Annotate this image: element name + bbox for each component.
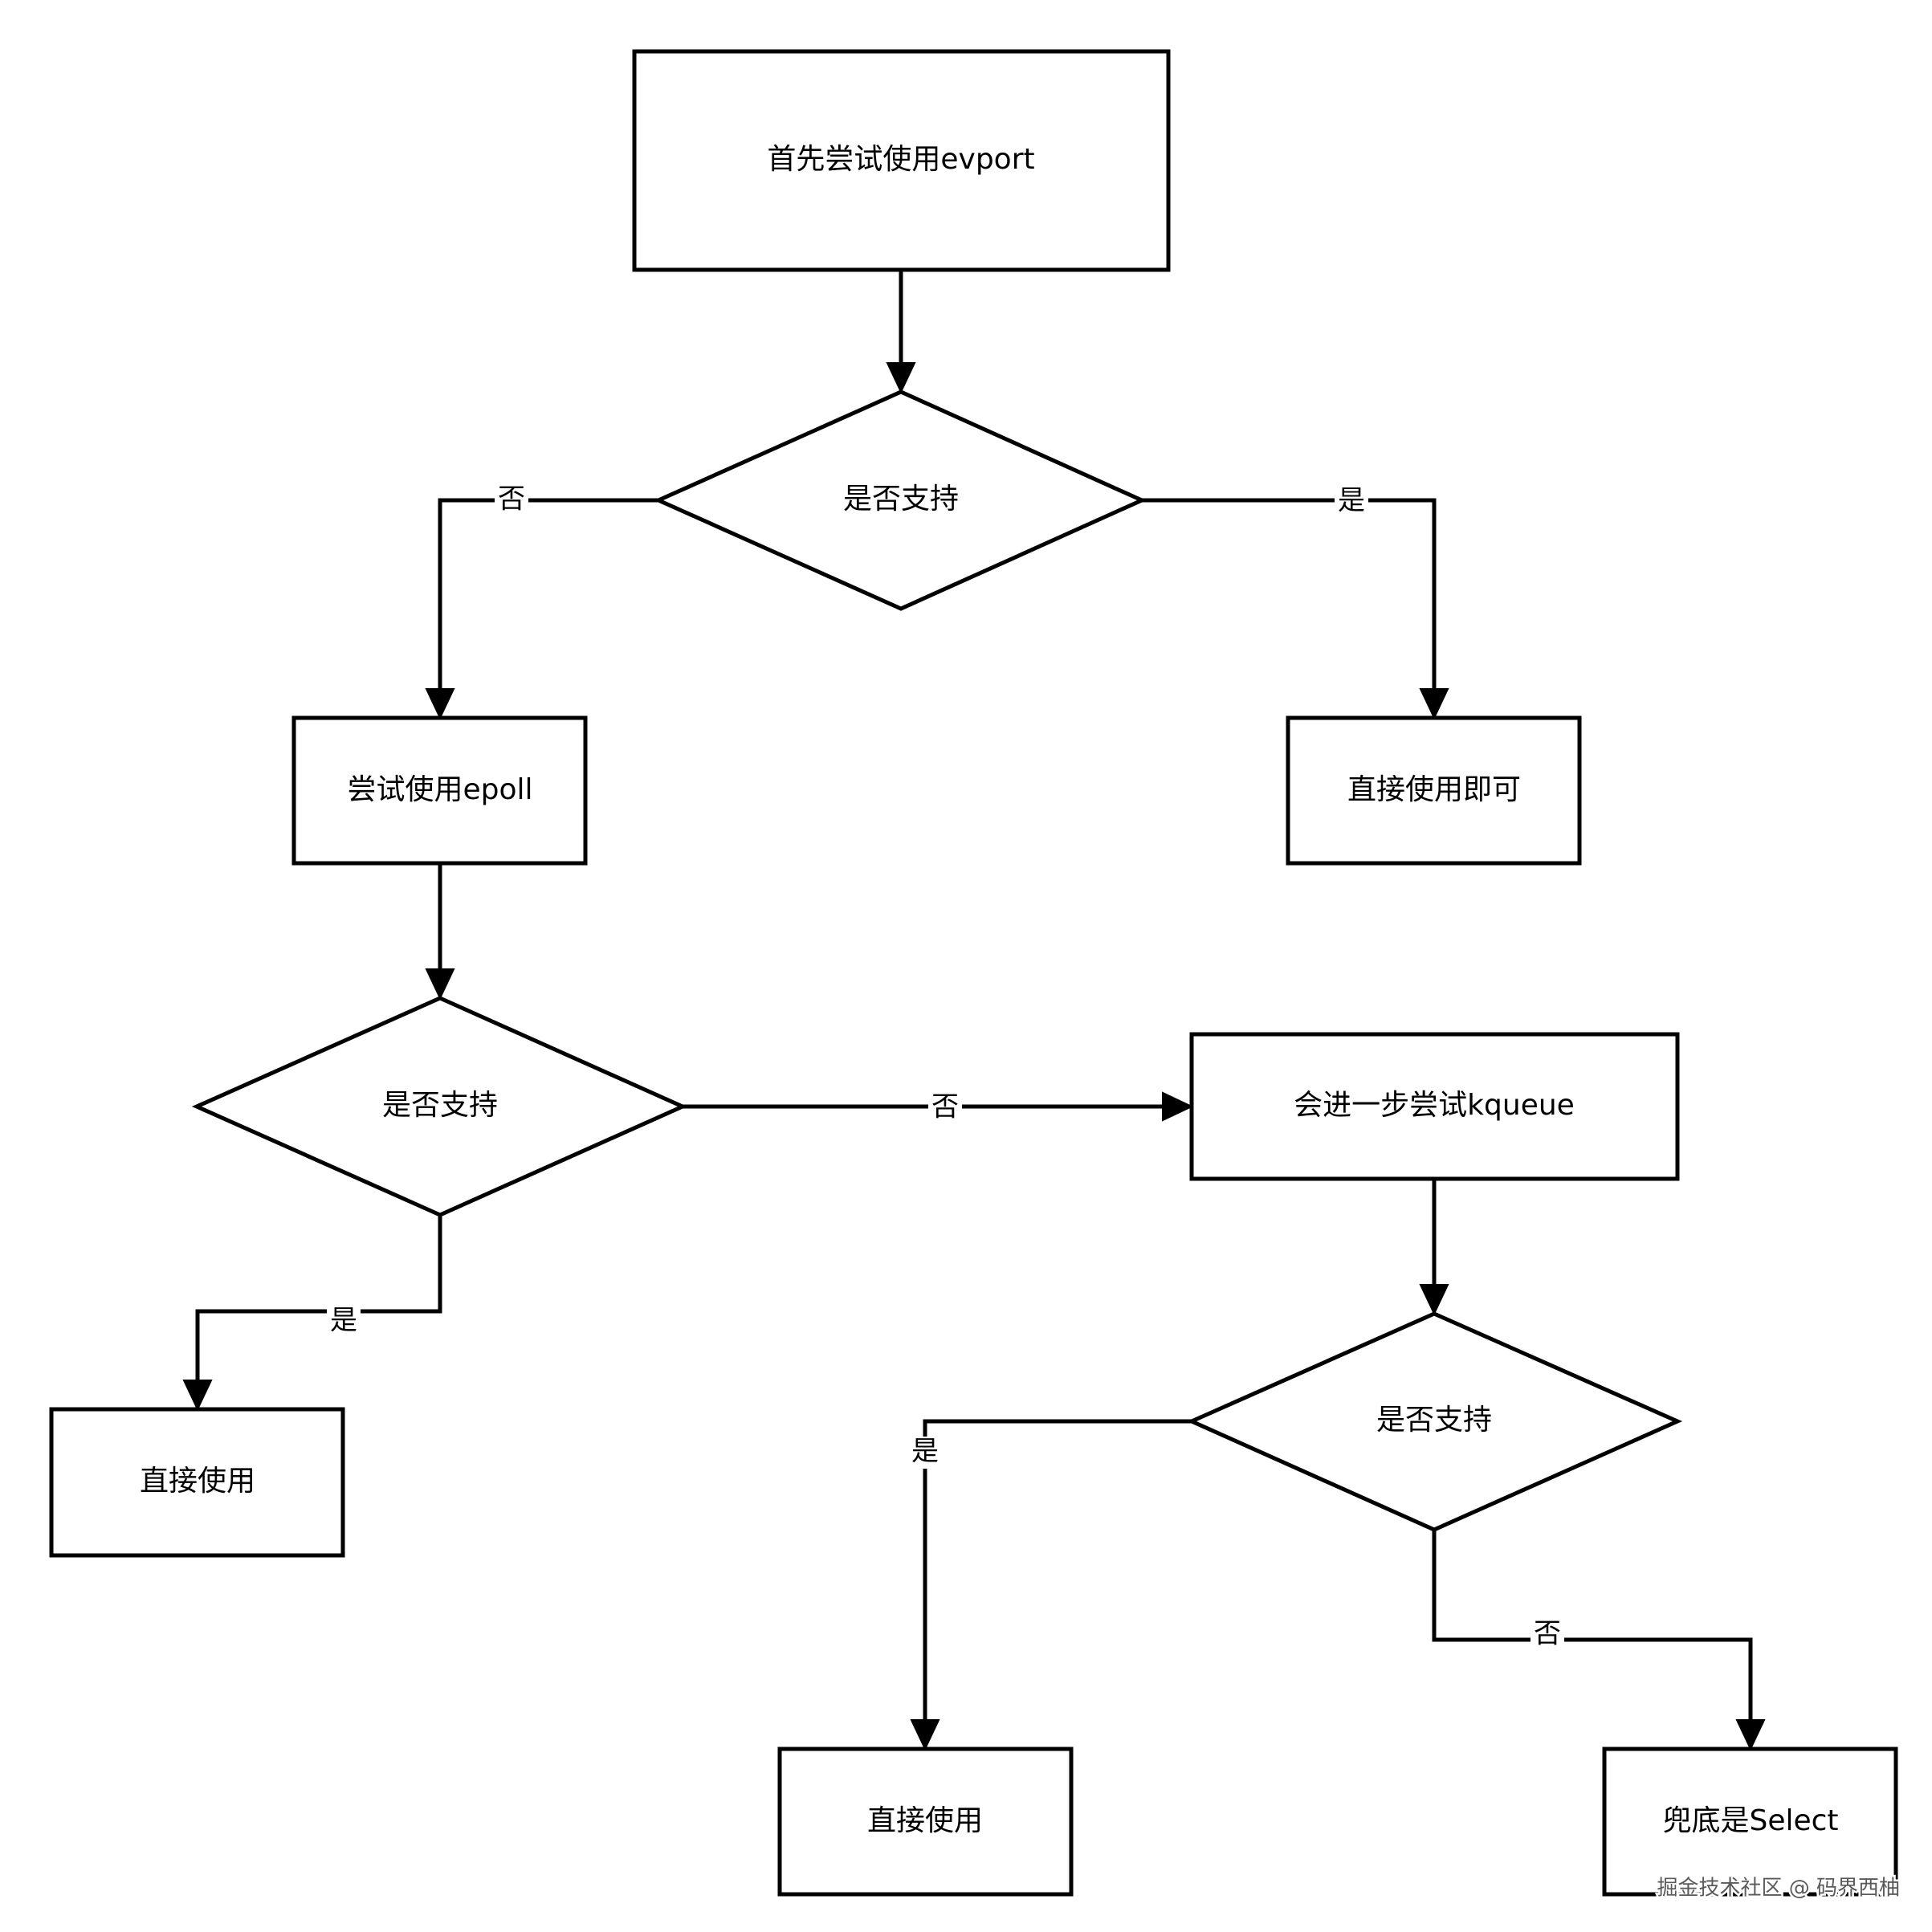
edge-label-d3-no: 否 xyxy=(1534,1618,1561,1650)
process-box xyxy=(1189,1032,1680,1181)
arrowhead-try-epoll xyxy=(425,688,455,720)
process-box xyxy=(291,715,588,866)
arrowhead-use-direct-1 xyxy=(1419,688,1449,720)
node-start-label: 首先尝试使用evport xyxy=(767,143,1034,176)
node-try-kqueue: 会进一步尝试kqueue xyxy=(1189,1032,1680,1181)
node-decision1: 是否支持 xyxy=(653,389,1147,611)
edge-decision2-yes xyxy=(195,1215,442,1395)
edge-decision3-yes xyxy=(923,1419,1192,1734)
arrowhead-decision2 xyxy=(425,968,455,1001)
process-box xyxy=(49,1407,345,1558)
edge-label-d1-no: 否 xyxy=(498,483,525,516)
node-use-direct-3-label: 直接使用 xyxy=(867,1804,983,1837)
edge-label-bg xyxy=(495,484,528,516)
edge-label-d3-yes: 是 xyxy=(911,1436,939,1468)
edge-labels: 是 否 否 是 是 否 xyxy=(327,483,1564,1651)
decision-diamond xyxy=(1186,1311,1683,1532)
node-use-direct-2-label: 直接使用 xyxy=(140,1465,255,1498)
node-use-direct-3: 直接使用 xyxy=(777,1747,1074,1897)
decision-diamond xyxy=(653,389,1147,611)
edge-label-d2-yes: 是 xyxy=(330,1305,357,1337)
node-use-direct-1-label: 直接使用即可 xyxy=(1347,773,1521,806)
edge-label-bg xyxy=(1335,485,1368,517)
watermark-text: 掘金技术社区 @ 码界西柚 xyxy=(1657,1877,1900,1901)
node-fallback-select-label: 兜底是Select xyxy=(1662,1804,1838,1837)
node-try-epoll: 尝试使用epoll xyxy=(291,715,588,866)
node-try-epoll-label: 尝试使用epoll xyxy=(347,773,532,806)
edge-decision3-no xyxy=(1432,1530,1753,1734)
arrowhead-fallback-select xyxy=(1735,1719,1766,1751)
node-decision3-label: 是否支持 xyxy=(1376,1404,1492,1437)
arrowhead-decision1 xyxy=(886,362,916,394)
arrowhead-use-direct-3 xyxy=(910,1719,940,1751)
edge-label-d2-no: 否 xyxy=(931,1091,959,1123)
node-fallback-select: 兜底是Select xyxy=(1602,1747,1898,1897)
process-box xyxy=(1602,1747,1898,1897)
process-box xyxy=(1286,715,1582,866)
arrowhead-decision3 xyxy=(1419,1284,1449,1316)
node-use-direct-2: 直接使用 xyxy=(49,1407,345,1558)
edge-decision1-yes xyxy=(1142,498,1437,703)
edge-label-bg xyxy=(1531,1619,1564,1651)
arrowhead-use-direct-2 xyxy=(182,1380,213,1412)
node-use-direct-1: 直接使用即可 xyxy=(1286,715,1582,866)
edge-label-bg xyxy=(908,1437,942,1469)
process-box xyxy=(777,1747,1074,1897)
edge-label-bg xyxy=(327,1305,361,1337)
edge-decision1-no xyxy=(438,498,658,703)
node-try-kqueue-label: 会进一步尝试kqueue xyxy=(1294,1089,1575,1122)
edge-label-bg xyxy=(928,1091,962,1123)
process-box xyxy=(632,49,1171,272)
node-start: 首先尝试使用evport xyxy=(632,49,1171,272)
node-decision3: 是否支持 xyxy=(1186,1311,1683,1532)
node-decision2-label: 是否支持 xyxy=(382,1089,498,1122)
edge-label-d1-yes: 是 xyxy=(1338,485,1365,517)
node-decision1-label: 是否支持 xyxy=(843,483,959,516)
node-decision2: 是否支持 xyxy=(191,996,688,1217)
arrowhead-try-kqueue xyxy=(1162,1091,1194,1122)
decision-diamond xyxy=(191,996,688,1217)
